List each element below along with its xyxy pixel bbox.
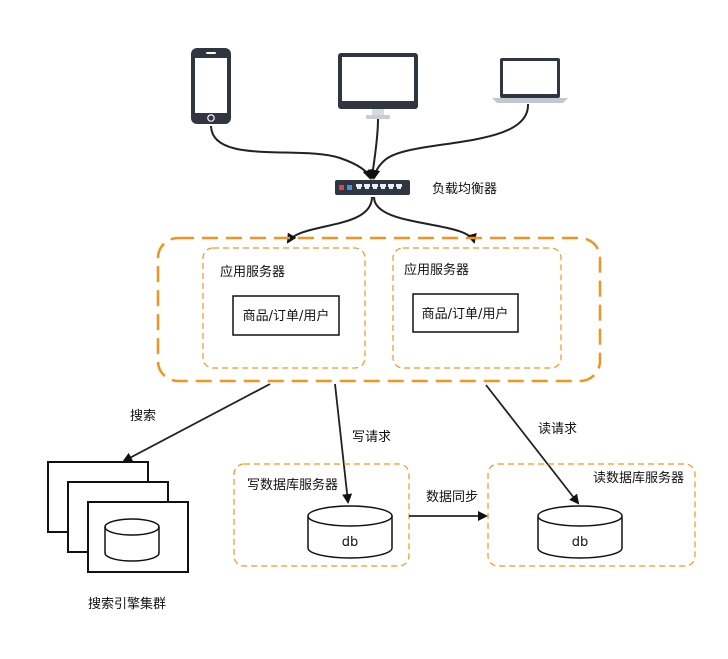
edge-laptop-to-lb <box>370 103 530 180</box>
app-cluster-boundary <box>156 236 602 383</box>
edge-read-request <box>485 384 580 505</box>
edge-phone-to-lb <box>210 125 373 180</box>
laptop-icon <box>492 58 568 103</box>
edge-search-label: 搜索 <box>130 409 156 424</box>
read-db-server: 读数据库服务器 db <box>487 463 696 567</box>
write-db-server: 写数据库服务器 db <box>233 463 410 567</box>
write-db-label: db <box>342 535 359 550</box>
load-balancer-icon <box>335 180 410 195</box>
app-server-2: 应用服务器 商品/订单/用户 <box>392 247 562 369</box>
edge-read-label: 读请求 <box>538 422 577 437</box>
app-server-title: 应用服务器 <box>404 262 469 278</box>
app-server-1: 应用服务器 商品/订单/用户 <box>202 247 366 369</box>
write-db-title: 写数据库服务器 <box>247 477 338 493</box>
edge-data-sync-label: 数据同步 <box>426 490 478 505</box>
search-engine-cluster <box>47 461 189 573</box>
edge-write-request <box>334 383 353 504</box>
load-balancer-label: 负载均衡器 <box>432 182 497 197</box>
search-cluster-label: 搜索引擎集群 <box>88 596 166 612</box>
edge-lb-to-app-2 <box>373 196 477 244</box>
database-icon <box>104 518 160 562</box>
app-server-title: 应用服务器 <box>220 264 285 280</box>
app-module-label: 商品/订单/用户 <box>422 306 509 322</box>
smartphone-icon <box>191 48 231 124</box>
read-db-title: 读数据库服务器 <box>593 470 684 486</box>
desktop-monitor-icon <box>338 53 418 119</box>
app-module-label: 商品/订单/用户 <box>243 308 330 324</box>
database-icon <box>537 505 623 559</box>
database-icon <box>307 505 393 559</box>
edge-search <box>122 383 271 462</box>
edge-lb-to-app-1 <box>286 196 373 244</box>
edge-write-label: 写请求 <box>352 430 391 445</box>
read-db-label: db <box>572 535 589 550</box>
